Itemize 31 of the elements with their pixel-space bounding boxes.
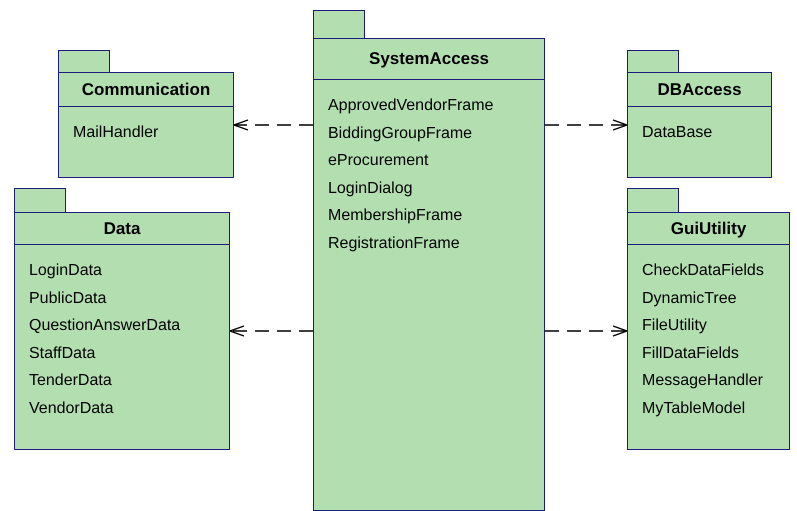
- class-name: MyTableModel: [642, 398, 746, 418]
- package-name: Communication: [82, 80, 210, 100]
- class-name: TenderData: [29, 371, 112, 391]
- class-name: PublicData: [29, 288, 106, 308]
- class-name: LoginDialog: [328, 178, 413, 198]
- dependency-arrow: [545, 119, 628, 131]
- package-name: SystemAccess: [368, 49, 490, 69]
- class-name: ApprovedVendorFrame: [328, 96, 494, 116]
- class-name: BiddingGroupFrame: [328, 124, 472, 144]
- class-name: MailHandler: [73, 123, 158, 143]
- class-name: StaffData: [29, 344, 96, 364]
- class-name: RegistrationFrame: [328, 234, 460, 254]
- dependency-arrow: [545, 325, 628, 337]
- class-name: DataBase: [642, 123, 712, 143]
- class-name: CheckDataFields: [642, 261, 764, 281]
- dependency-arrow: [229, 325, 313, 337]
- package-name: GuiUtility: [670, 218, 746, 238]
- class-name: MessageHandler: [642, 371, 763, 391]
- class-name: FileUtility: [642, 316, 707, 336]
- package: [627, 50, 772, 178]
- dependency-arrow: [233, 119, 313, 131]
- class-name: DynamicTree: [642, 288, 737, 308]
- package-name: DBAccess: [657, 80, 742, 100]
- class-name: VendorData: [29, 398, 114, 418]
- class-name: MembershipFrame: [328, 206, 462, 226]
- class-name: QuestionAnswerData: [29, 316, 180, 336]
- class-name: FillDataFields: [642, 344, 739, 364]
- class-name: eProcurement: [328, 151, 428, 171]
- class-name: LoginData: [29, 261, 102, 281]
- package-name: Data: [104, 218, 140, 238]
- package: [58, 50, 234, 178]
